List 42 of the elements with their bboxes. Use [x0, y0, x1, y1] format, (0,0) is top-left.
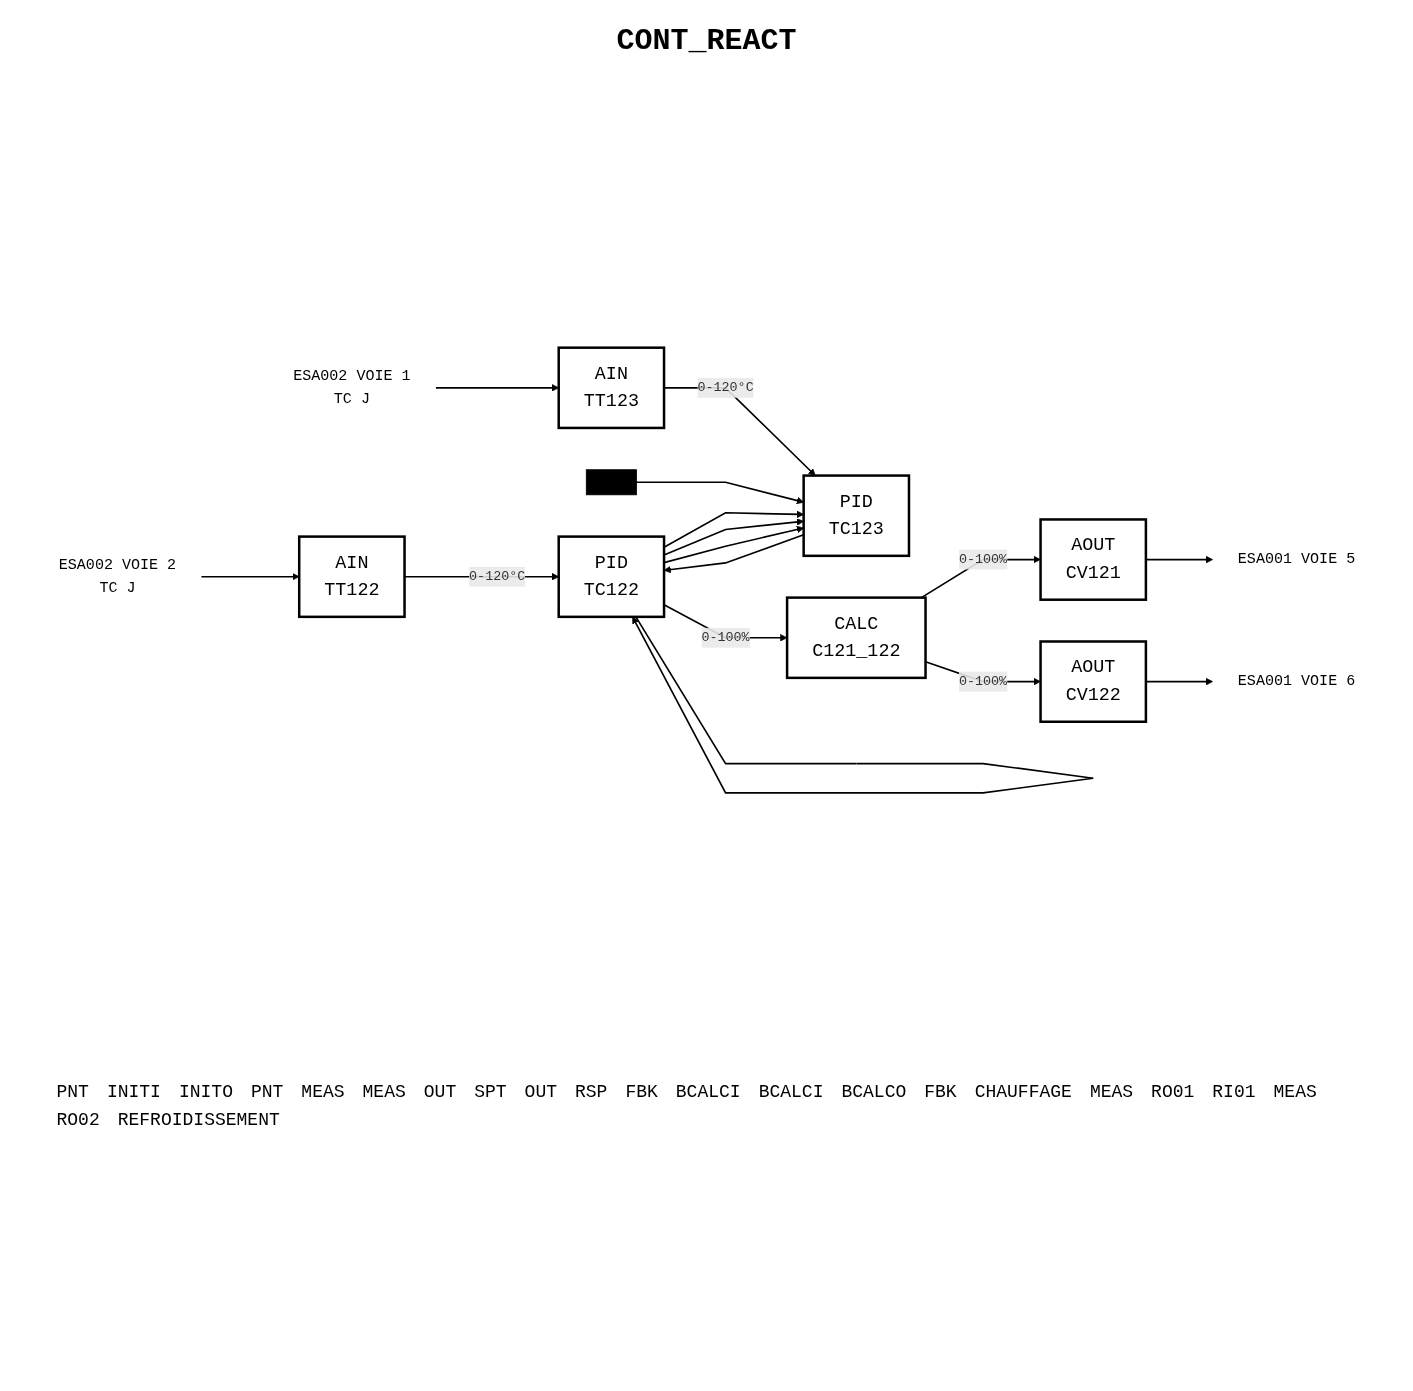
pin-name: SPT [474, 1082, 507, 1102]
pin-name: FBK [625, 1082, 658, 1102]
edge-label: 0-100% [700, 629, 750, 645]
diagram-title: CONT_REACT [616, 24, 797, 58]
node-text: ESA001 VOIE 5 [1237, 550, 1355, 568]
pin-name: MEAS [1273, 1082, 1317, 1102]
node-box: CALC C121_122 [785, 596, 927, 679]
arrow [434, 383, 559, 392]
pin-name: BCALCI [758, 1082, 824, 1102]
edge-label: 0-120°C [468, 568, 525, 584]
node-text: ESA002 VOIE 2 TC J [58, 556, 176, 596]
pin-name: RO02 [56, 1110, 100, 1130]
node-box: AOUT CV121 [1038, 517, 1147, 601]
pin-name: INITO [178, 1082, 233, 1102]
pin-name: BCALCI [675, 1082, 741, 1102]
arrow [663, 533, 804, 573]
node-box: PID TC122 [556, 535, 665, 618]
pin-name: RSP [575, 1082, 608, 1102]
edge-label: 0-100% [958, 673, 1007, 689]
pin-name: INITI [106, 1082, 161, 1102]
pin-name: REFROIDISSEMENT [117, 1110, 280, 1130]
edge-label: 0-120°C [696, 380, 754, 396]
pin-name: BCALCO [841, 1082, 907, 1102]
pin-name: RI01 [1212, 1082, 1256, 1102]
node-box: AIN TT122 [297, 535, 406, 618]
pin-name: MEAS [1089, 1082, 1134, 1102]
node-text: ESA001 VOIE 6 [1237, 672, 1355, 690]
node-box: PID TC123 [801, 474, 910, 557]
pin-name: OUT [524, 1082, 557, 1102]
pin-name: PNT [56, 1082, 89, 1102]
pin-name: OUT [423, 1082, 457, 1102]
edge-label: 0-100% [958, 551, 1007, 567]
node-box: AOUT CV122 [1038, 639, 1147, 723]
pin-name: MEAS [301, 1082, 345, 1102]
node-box: AIN TT123 [556, 346, 665, 429]
pin-name: CHAUFFAGE [974, 1082, 1072, 1102]
pin-name: MEAS [362, 1082, 406, 1102]
pin-name: FBK [924, 1082, 957, 1102]
pin-name: RO01 [1151, 1082, 1195, 1102]
arrow [635, 481, 804, 504]
node-text: ESA002 VOIE 1 TC J [292, 367, 411, 407]
pin-name: PNT [250, 1082, 284, 1102]
